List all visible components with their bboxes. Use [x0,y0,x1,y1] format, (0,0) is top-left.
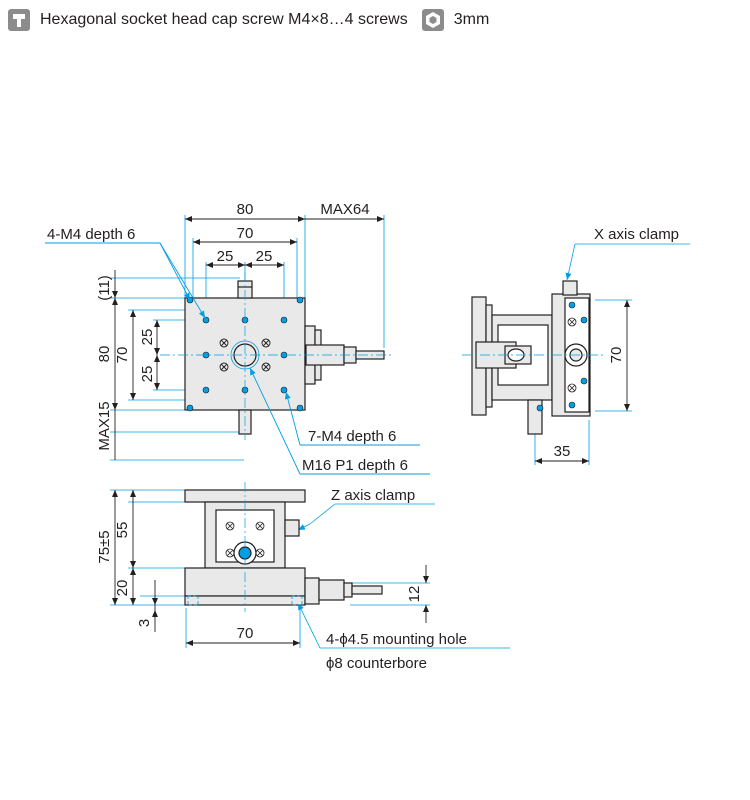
dim-35-side: 35 [554,443,571,460]
label-mounting-hole: 4-ϕ4.5 mounting hole [326,631,467,648]
dim-70-front: 70 [237,625,254,642]
dim-55: 55 [114,522,131,539]
top-view [45,215,430,475]
label-counterbore: ϕ8 counterbore [326,655,427,672]
dim-70-side: 70 [608,347,625,364]
front-view-labels: Z axis clamp 75±5 55 20 3 12 70 4-ϕ4.5 m… [96,487,467,672]
dim-11: (11) [96,275,113,301]
dim-max15: MAX15 [96,401,113,450]
side-view-labels: X axis clamp 70 35 [554,226,679,460]
label-x-axis-clamp: X axis clamp [594,226,679,243]
hex-legend-text: 3mm [453,11,490,28]
dim-3: 3 [136,619,153,627]
dim-80-vertical: 80 [96,346,113,363]
dim-max64: MAX64 [320,201,369,218]
top-view-labels: 80 MAX64 70 25 25 4-M4 depth 6 7-M4 dept… [47,201,408,474]
label-z-axis-clamp: Z axis clamp [331,487,415,504]
dim-25-vertical-top: 25 [139,329,156,346]
hex-key-icon [421,9,444,31]
dim-25-vertical-bottom: 25 [139,366,156,383]
dim-70-vertical: 70 [114,347,131,364]
dim-80-top: 80 [237,201,254,218]
label-m16: M16 P1 depth 6 [302,457,408,474]
dim-25-top-left: 25 [217,248,234,265]
dim-75: 75±5 [96,530,113,563]
label-7-m4: 7-M4 depth 6 [308,428,396,445]
dim-12: 12 [406,586,423,603]
socket-screw-icon [8,9,30,31]
label-4-m4: 4-M4 depth 6 [47,226,135,243]
front-view [110,482,510,649]
legend: Hexagonal socket head cap screw M4×8…4 s… [8,9,503,31]
dim-70-top: 70 [237,225,254,242]
dim-25-top-right: 25 [256,248,273,265]
side-view [462,243,690,465]
screw-legend-text: Hexagonal socket head cap screw M4×8…4 s… [40,11,408,28]
dim-20: 20 [114,580,131,597]
